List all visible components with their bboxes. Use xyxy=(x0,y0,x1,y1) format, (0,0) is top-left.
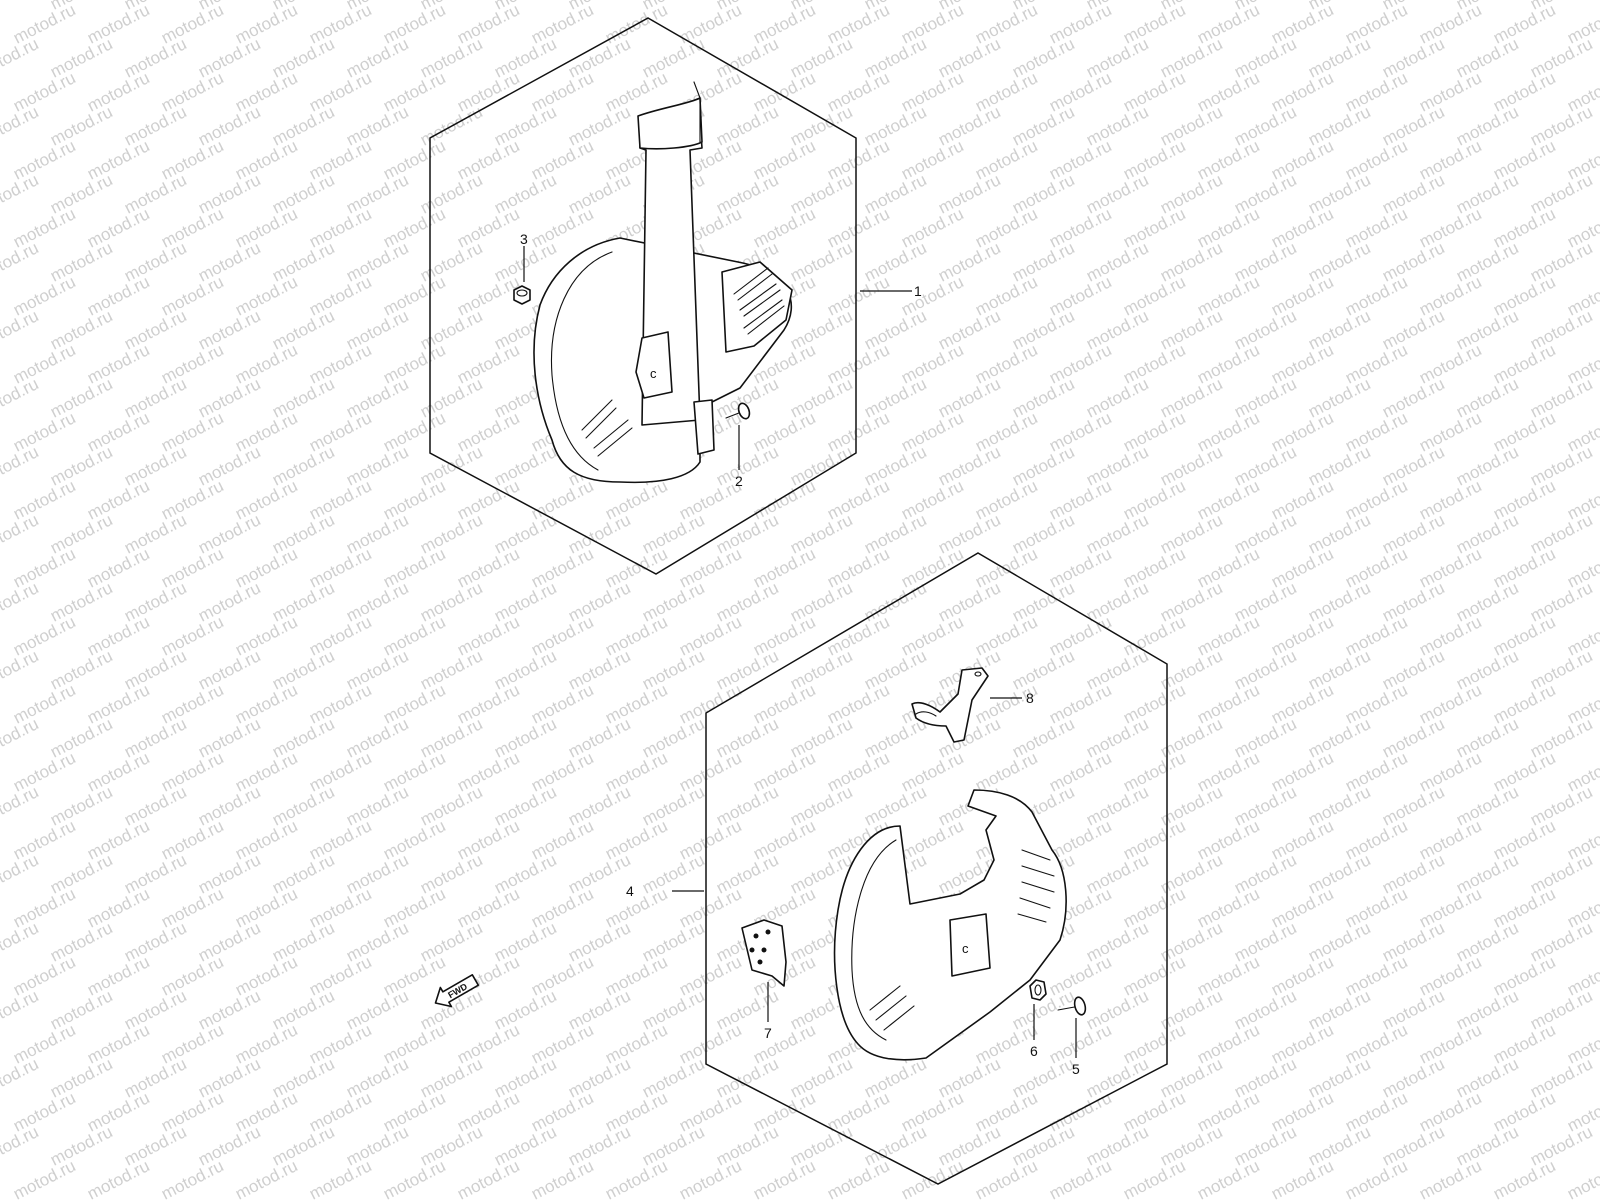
watermark-text: motod.ru xyxy=(306,1156,374,1200)
watermark-text: motod.ru xyxy=(380,1156,448,1200)
watermark-text: motod.ru xyxy=(0,986,42,1033)
callout-8: 8 xyxy=(1026,690,1034,706)
watermark-text: motod.ru xyxy=(528,1156,596,1200)
watermark-text: motod.ru xyxy=(1120,1156,1188,1200)
watermark-text: motod.ru xyxy=(0,918,42,965)
watermark-text: motod.ru xyxy=(972,1156,1040,1200)
watermark-text: motod.ru xyxy=(1564,1156,1600,1200)
watermark-text: motod.ru xyxy=(0,578,42,625)
watermark-text: motod.ru xyxy=(232,1156,300,1200)
watermark-text: motod.ru xyxy=(1342,1156,1410,1200)
watermark-text: motod.ru xyxy=(824,1156,892,1200)
watermark-text: motod.ru xyxy=(0,238,42,285)
watermark-text: motod.ru xyxy=(0,782,42,829)
watermark-text: motod.ru xyxy=(0,170,42,217)
callout-2: 2 xyxy=(735,473,743,489)
watermark-text: motod.ru xyxy=(0,510,42,557)
svg-text:c: c xyxy=(650,366,657,381)
watermark-text: motod.ru xyxy=(1416,1156,1484,1200)
callout-1: 1 xyxy=(914,283,922,299)
callout-6: 6 xyxy=(1030,1043,1038,1059)
watermark-text: motod.ru xyxy=(1268,1156,1336,1200)
watermark-text: motod.ru xyxy=(0,34,42,81)
watermark-text: motod.ru xyxy=(750,1156,818,1200)
watermark-text: motod.ru xyxy=(602,1156,670,1200)
callout-4: 4 xyxy=(626,883,634,899)
watermark-text: motod.ru xyxy=(1490,1156,1558,1200)
watermark-text: motod.ru xyxy=(0,374,42,421)
nut-part-6 xyxy=(1029,979,1047,1001)
watermark-text: motod.ru xyxy=(0,850,42,897)
watermark-text: motod.ru xyxy=(0,1122,42,1169)
watermark-text: motod.ru xyxy=(1046,1156,1114,1200)
watermark-text: motod.ru xyxy=(0,646,42,693)
watermark-text: motod.ru xyxy=(158,1156,226,1200)
watermark-text: motod.ru xyxy=(898,1156,966,1200)
watermark-text: motod.ru xyxy=(1194,1156,1262,1200)
watermark-text: motod.ru xyxy=(454,1156,522,1200)
watermark-text: motod.ru xyxy=(0,442,42,489)
callout-5: 5 xyxy=(1072,1061,1080,1077)
watermark-text: motod.ru xyxy=(0,1054,42,1101)
watermark-text: motod.ru xyxy=(10,1156,78,1200)
watermark-text: motod.ru xyxy=(84,1156,152,1200)
watermark-text: motod.ru xyxy=(0,306,42,353)
callout-3: 3 xyxy=(520,231,528,247)
nut-part-3 xyxy=(513,285,531,305)
watermark-text: motod.ru xyxy=(0,102,42,149)
watermark-text: motod.ru xyxy=(0,714,42,761)
watermark-text: motod.ru xyxy=(676,1156,744,1200)
svg-text:c: c xyxy=(962,941,969,956)
callout-7: 7 xyxy=(764,1025,772,1041)
watermark-text: motod.ru xyxy=(0,0,42,14)
